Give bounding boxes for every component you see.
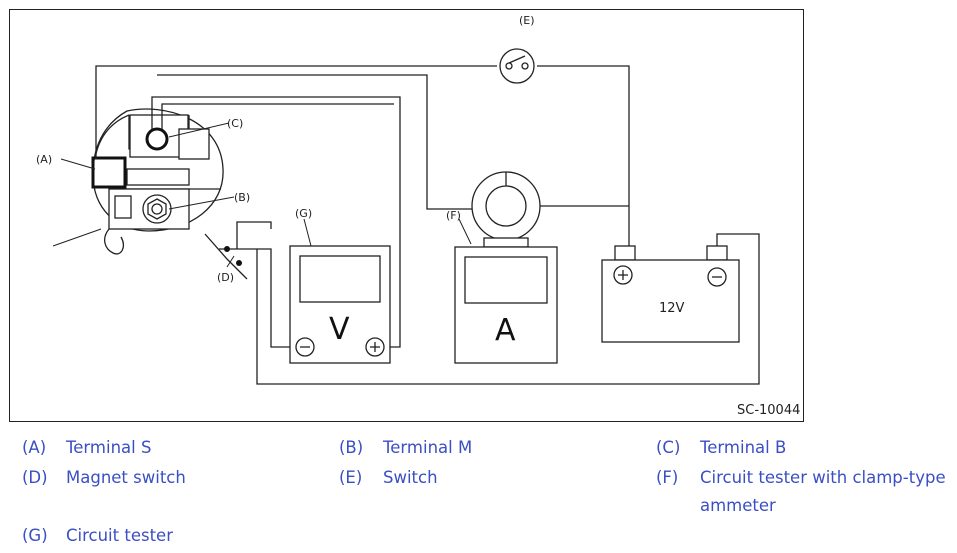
label-b: (B) (234, 191, 250, 204)
label-d: (D) (217, 271, 234, 284)
terminal-b (145, 127, 169, 151)
legend-item-f: (F) Circuit tester with clamp-type ammet… (656, 464, 954, 520)
legend-key: (E) (339, 468, 363, 487)
legend-key: (B) (339, 438, 364, 457)
battery (601, 245, 740, 343)
battery-voltage: 12V (659, 301, 685, 316)
legend-text: Switch (383, 468, 438, 487)
legend-key: (D) (22, 468, 48, 487)
label-g: (G) (295, 207, 312, 220)
legend-key: (F) (656, 468, 679, 487)
switch-d-contact (224, 246, 230, 252)
legend-text: Terminal B (700, 438, 787, 457)
terminal-s (91, 156, 127, 189)
legend-text: Terminal M (383, 438, 473, 457)
figure-code: SC-10044 (737, 403, 800, 418)
legend-text: Magnet switch (66, 468, 186, 487)
label-c: (C) (227, 117, 243, 130)
leader-lines (52, 122, 472, 268)
label-a: (A) (36, 153, 52, 166)
legend-key: (C) (656, 438, 681, 457)
ammeter-symbol: A (495, 313, 516, 348)
legend-text: Circuit tester (66, 526, 173, 545)
ammeter (454, 171, 558, 364)
switch-d-contact-2 (236, 260, 242, 266)
label-f: (F) (446, 209, 461, 222)
legend-text-continued: ammeter (700, 496, 776, 515)
legend-key: (A) (22, 438, 47, 457)
voltmeter (289, 245, 391, 364)
legend-key: (G) (22, 526, 48, 545)
legend: (A) Terminal S (B) Terminal M (C) Termin… (0, 432, 957, 553)
wiring-diagram: (A) (C) (B) (D) (E) (G) (F) V A 12V SC-1… (9, 9, 804, 422)
terminal-m (142, 194, 172, 224)
wires (95, 65, 760, 385)
label-e: (E) (519, 14, 535, 27)
legend-text: Circuit tester with clamp-type (700, 468, 946, 487)
voltmeter-symbol: V (329, 312, 350, 347)
switch-e (499, 48, 535, 84)
legend-text: Terminal S (66, 438, 152, 457)
